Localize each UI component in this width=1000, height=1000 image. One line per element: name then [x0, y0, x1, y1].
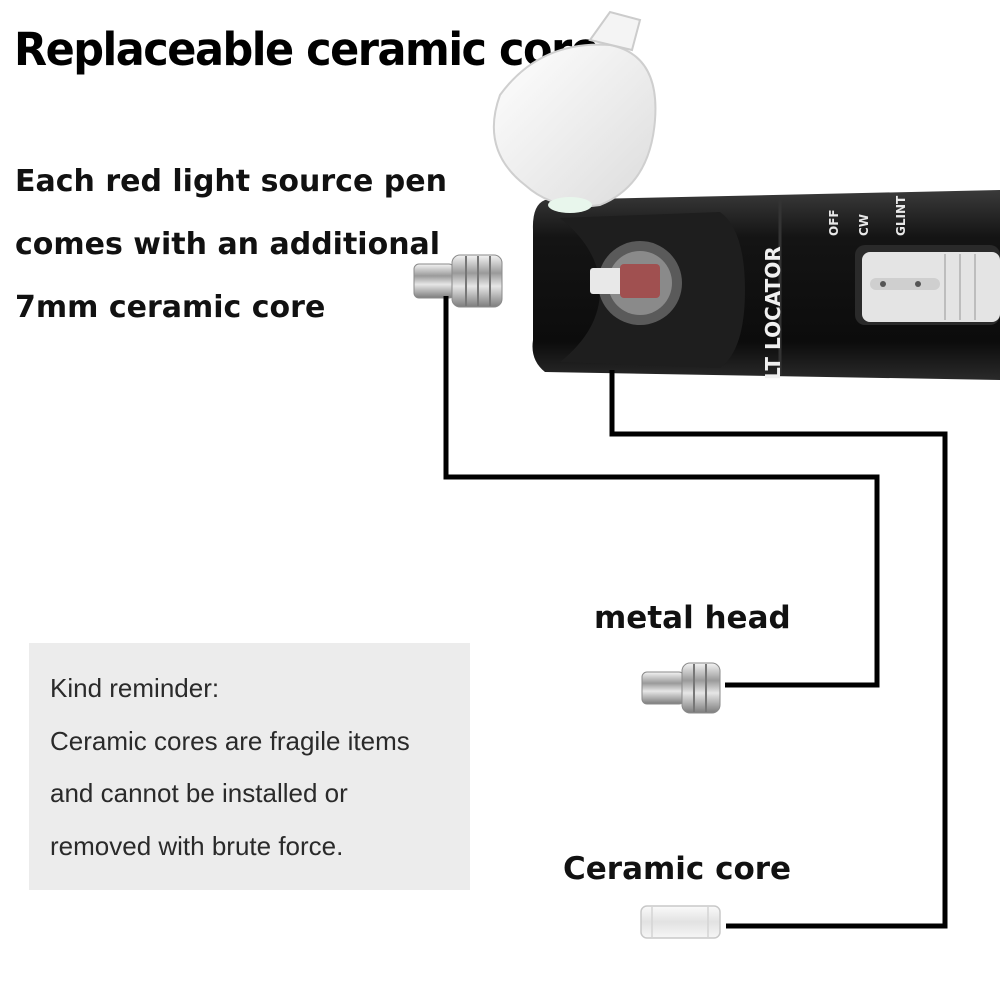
description: Each red light source pen comes with an …	[15, 150, 495, 339]
metal-head-label: metal head	[594, 600, 791, 636]
metal-head-connector	[641, 662, 721, 714]
leader-line-ceramic-core	[609, 370, 948, 929]
pen-body-text: LT LOCATOR	[761, 246, 785, 380]
ceramic-core-sleeve	[640, 905, 721, 939]
spare-ceramic-core	[413, 254, 503, 308]
description-line: 7mm ceramic core	[15, 290, 326, 325]
page-title: Replaceable ceramic core	[14, 24, 600, 77]
reminder-heading: Kind reminder:	[50, 673, 220, 703]
leader-line-metal-head	[443, 296, 880, 688]
fault-locator-pen: OFF CW GLINT LT LOCATOR	[532, 190, 1000, 380]
pen-dust-cap	[492, 10, 657, 213]
svg-text:GLINT: GLINT	[894, 195, 908, 236]
reminder-line: Ceramic cores are fragile items	[50, 725, 410, 756]
reminder-line: removed with brute force.	[50, 830, 344, 861]
svg-text:OFF: OFF	[827, 209, 841, 236]
svg-text:CW: CW	[857, 214, 871, 236]
reminder-text: Kind reminder: Ceramic cores are fragile…	[50, 662, 470, 872]
reminder-line: and cannot be installed or	[50, 778, 348, 808]
description-line: comes with an additional	[15, 227, 441, 262]
description-line: Each red light source pen	[15, 164, 447, 199]
reminder-box	[29, 643, 470, 890]
ceramic-core-label: Ceramic core	[563, 851, 792, 887]
